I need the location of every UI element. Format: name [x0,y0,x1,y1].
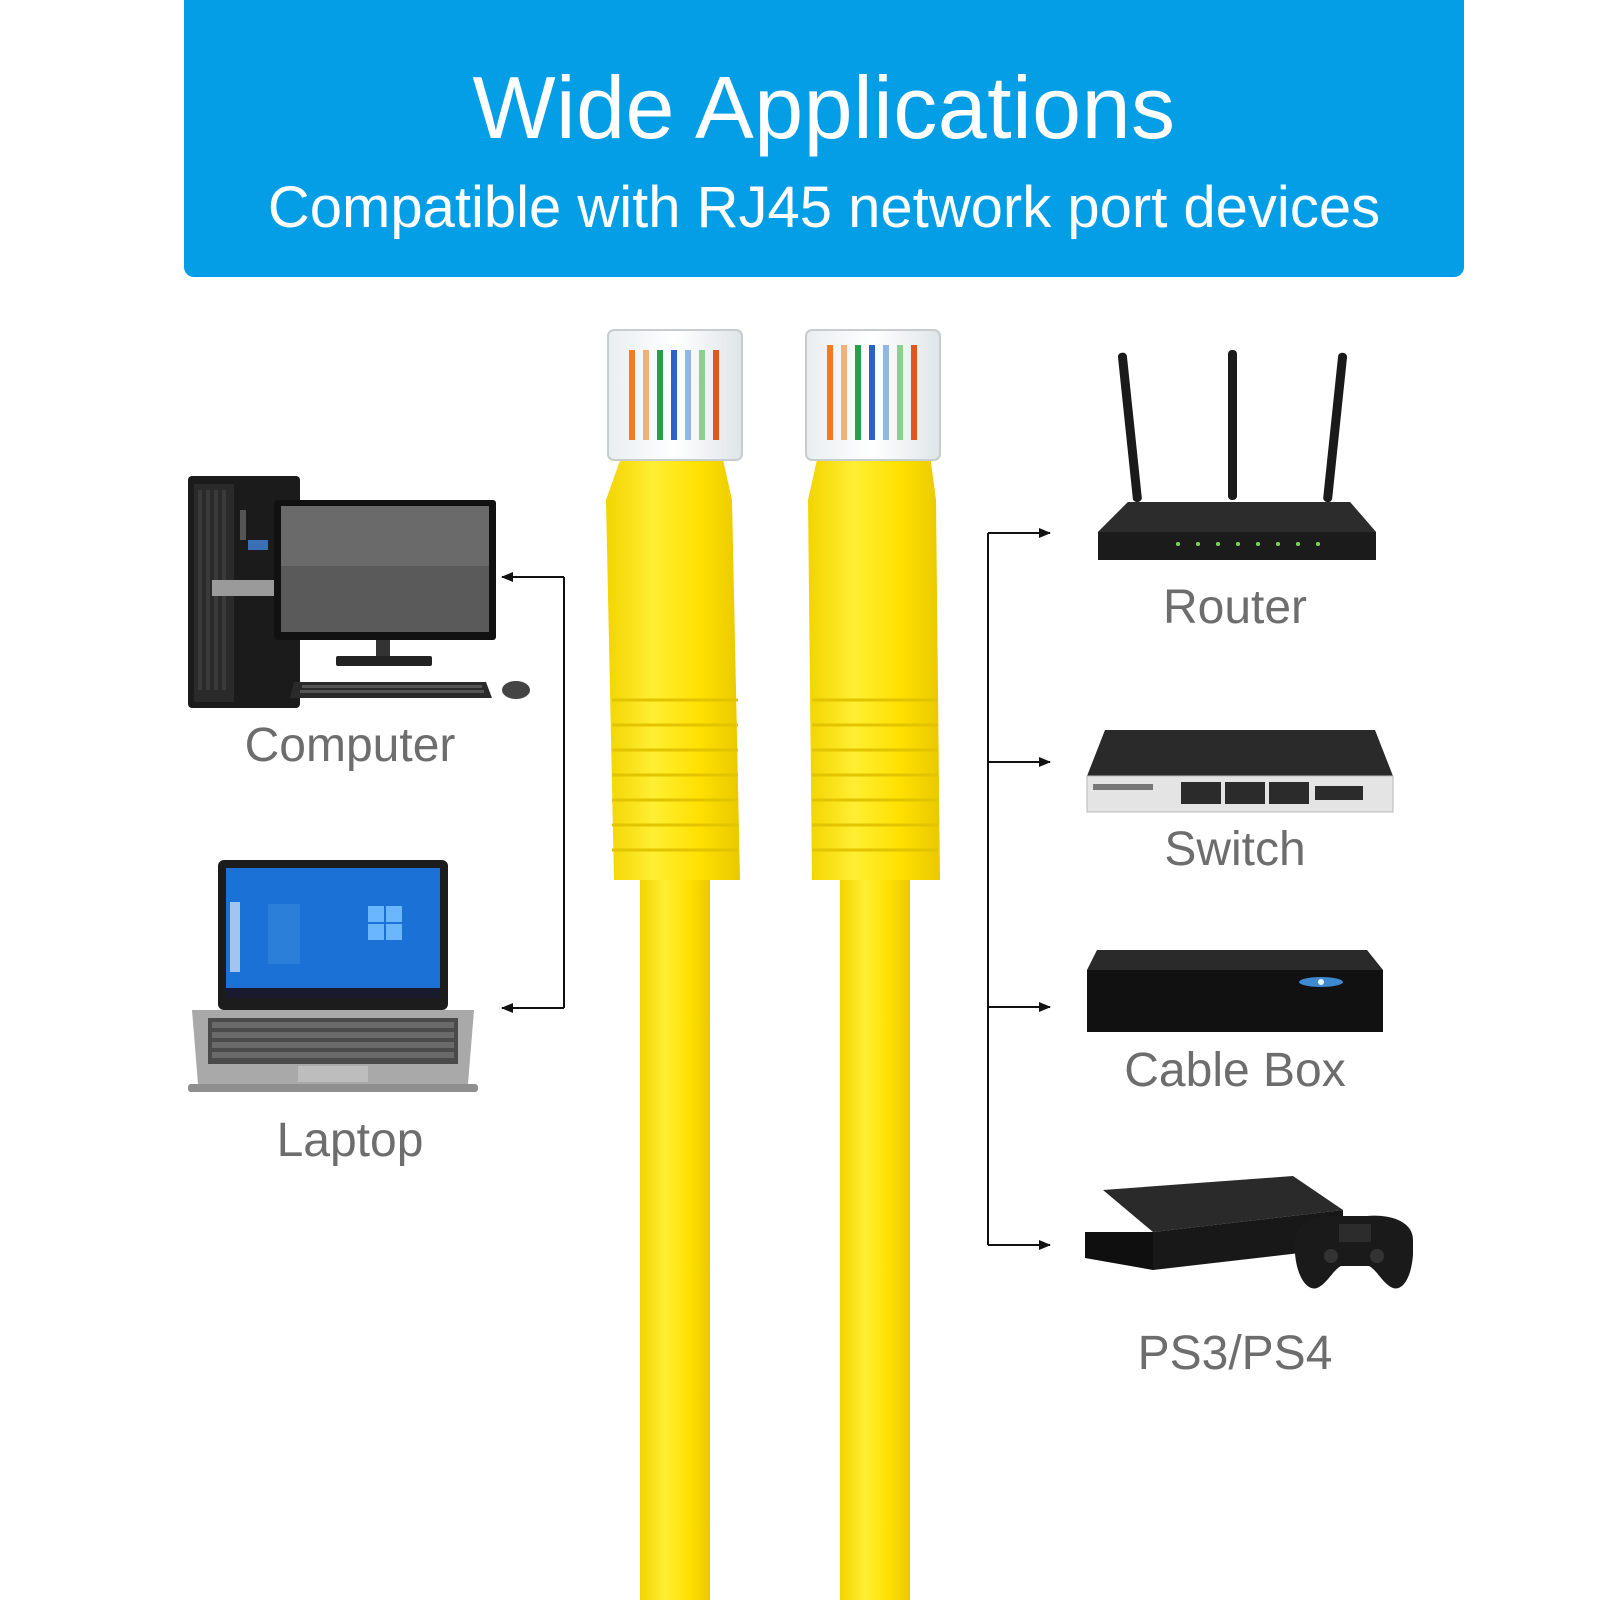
game-console-icon [1085,1176,1413,1289]
label-router: Router [1162,581,1308,634]
desktop-computer-icon [188,476,530,708]
laptop-icon [188,860,478,1092]
left-bracket [501,572,565,1013]
label-laptop: Laptop [276,1114,424,1167]
banner-title: Wide Applications [472,58,1176,157]
router-icon [1098,350,1376,560]
right-cable [805,329,941,1600]
left-cable [606,329,743,1600]
label-cable-box: Cable Box [1124,1044,1346,1097]
label-ps3-ps4: PS3/PS4 [1137,1327,1333,1380]
cable-box-icon [1087,950,1383,1032]
label-computer: Computer [244,719,456,772]
banner-subtitle: Compatible with RJ45 network port device… [267,175,1381,240]
right-bracket [987,528,1051,1250]
header-banner: Wide Applications Compatible with RJ45 n… [184,0,1464,277]
label-switch: Switch [1164,823,1306,876]
network-switch-icon [1086,730,1394,813]
